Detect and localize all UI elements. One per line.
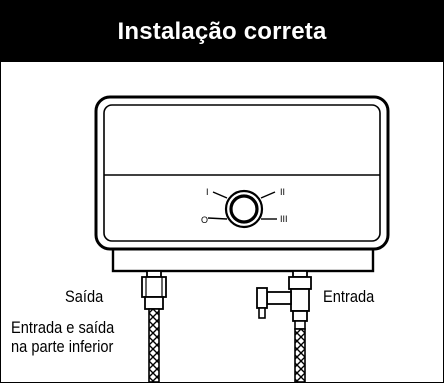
inlet-fitting xyxy=(256,270,312,330)
note-line-1: Entrada e saída xyxy=(11,318,115,337)
knob-mark-3: III xyxy=(280,214,288,224)
knob-mark-1: I xyxy=(206,187,209,197)
heater-panel xyxy=(103,104,381,242)
note-line-2: na parte inferior xyxy=(11,337,114,356)
knob-mark-2: II xyxy=(280,187,285,197)
inlet-label: Entrada xyxy=(323,287,375,306)
outlet-fitting xyxy=(141,270,167,310)
inlet-hose xyxy=(294,328,306,382)
knob-mark-off: O xyxy=(201,215,208,225)
outlet-label: Saída xyxy=(65,287,104,306)
heater-base xyxy=(111,245,375,273)
knob xyxy=(229,194,259,224)
outlet-hose xyxy=(148,308,160,382)
diagram-title: Instalação correta xyxy=(1,1,443,62)
